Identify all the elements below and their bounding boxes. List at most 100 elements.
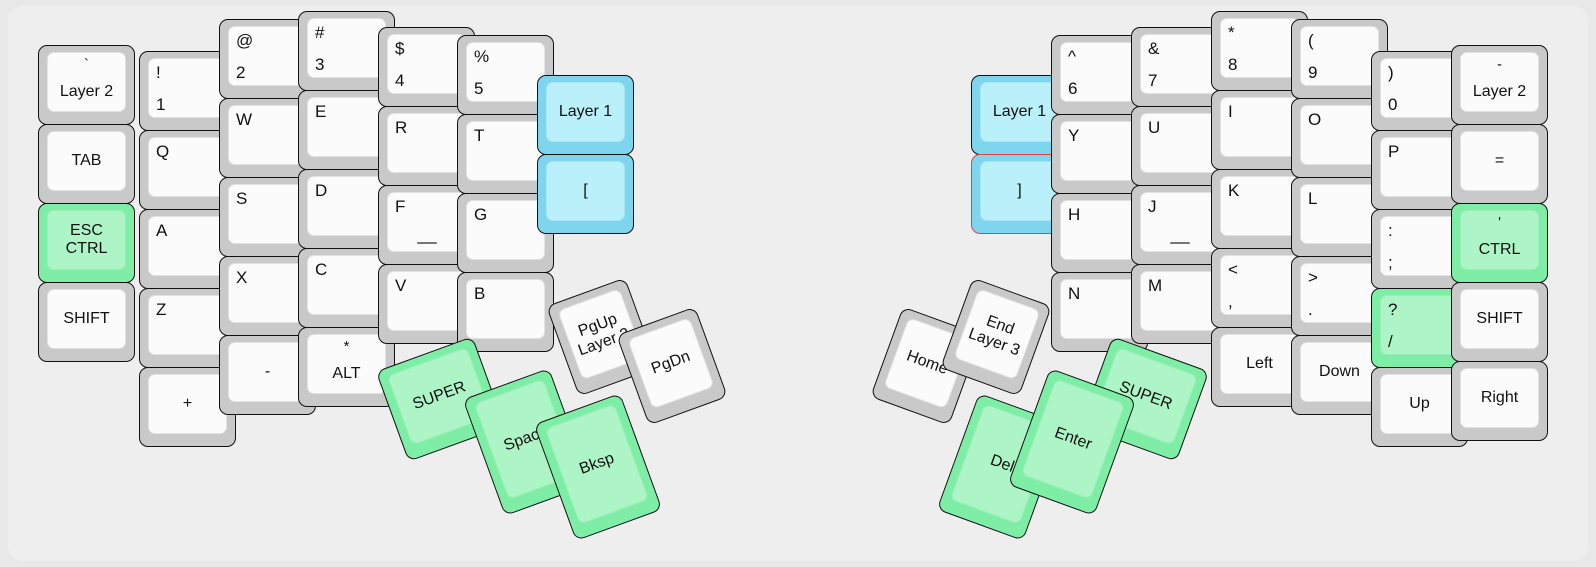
key-cap-surface: K [1220, 176, 1299, 236]
key-main-legend: F [395, 197, 406, 216]
key-shifted-legend: % [474, 47, 490, 66]
key-shifted-legend: ) [1388, 63, 1394, 82]
key-main-legend: U [1148, 118, 1161, 137]
key-main-legend: ALT [332, 365, 361, 382]
key-main-legend: N [1068, 284, 1081, 303]
key-shifted-legend: - [1497, 56, 1502, 73]
key-cap-surface: Z [148, 295, 227, 355]
key-main-legend: M [1148, 276, 1163, 295]
key-main-legend: B [474, 284, 486, 303]
key-main-legend: H [1068, 205, 1081, 224]
key-main-legend: Up [1409, 395, 1430, 413]
homing-bar [416, 241, 437, 244]
key-main-legend: Layer 2 [59, 83, 114, 100]
key-l-c1-r3[interactable]: Z [139, 288, 236, 368]
key-main-legend: E [315, 102, 327, 121]
key-l-c4-r1[interactable]: R [378, 106, 475, 186]
key-main-legend: Y [1068, 126, 1080, 145]
key-main-legend: 4 [395, 71, 405, 90]
key-l-c5-r0[interactable]: %5 [457, 35, 554, 115]
key-l-c6-r0[interactable]: Layer 1 [537, 75, 634, 155]
key-shifted-legend: > [1308, 268, 1318, 287]
key-main-legend: + [182, 395, 193, 413]
key-main-legend: 5 [474, 79, 484, 98]
key-cap-surface: V [387, 271, 466, 331]
key-cap-surface: Y [1060, 121, 1139, 181]
key-cap-surface: D [307, 176, 386, 236]
key-cap-surface: SHIFT [1460, 289, 1539, 349]
key-cap-surface: -Layer 2 [1460, 52, 1539, 112]
key-main-legend: Enter [1052, 424, 1095, 454]
key-shifted-legend: ! [156, 63, 161, 82]
key-main-legend: Layer 1 [992, 103, 1047, 121]
key-cap-surface: SHIFT [47, 289, 126, 349]
key-shifted-legend: & [1148, 39, 1160, 58]
key-main-legend: Down [1319, 363, 1360, 381]
key-cap-surface: (9 [1300, 26, 1379, 86]
key-main-legend: 9 [1308, 63, 1318, 82]
key-l-c6-r1[interactable]: [ [537, 154, 634, 234]
key-cap-surface: G [466, 200, 545, 260]
key-cap-surface: R [387, 113, 466, 173]
key-cap-surface: Bksp [544, 403, 650, 525]
key-r-c6-r1[interactable]: = [1451, 124, 1548, 204]
key-main-legend: V [395, 276, 407, 295]
key-l-c3-r4[interactable]: *ALT [298, 327, 395, 407]
key-main-legend: I [1228, 102, 1233, 121]
key-main-legend: Z [156, 300, 167, 319]
key-main-legend: 8 [1228, 55, 1238, 74]
key-r-c6-r3[interactable]: SHIFT [1451, 282, 1548, 362]
key-l-c0-r3[interactable]: SHIFT [38, 282, 135, 362]
key-cap-surface: H [1060, 200, 1139, 260]
key-r-c2-r0[interactable]: &7 [1131, 27, 1228, 107]
key-cap-surface: )0 [1380, 58, 1459, 118]
key-main-legend: , [1228, 292, 1233, 311]
key-l-c0-r0[interactable]: `Layer 2 [38, 45, 135, 125]
key-main-legend: / [1388, 332, 1393, 351]
key-shifted-legend: : [1388, 221, 1393, 240]
key-main-legend: ; [1388, 253, 1393, 272]
key-main-legend: S [236, 189, 248, 208]
key-shifted-legend: ^ [1068, 47, 1076, 66]
key-cap-surface: + [148, 374, 227, 434]
key-cap-surface: >. [1300, 263, 1379, 323]
key-l-c0-r1[interactable]: TAB [38, 124, 135, 204]
key-cap-surface: Up [1380, 374, 1459, 434]
key-shifted-legend: ' [1498, 214, 1501, 231]
key-main-legend: SHIFT [63, 310, 110, 328]
key-cap-surface: ^6 [1060, 42, 1139, 102]
key-main-legend: R [395, 118, 408, 137]
key-cap-surface: Q [148, 137, 227, 197]
key-cap-surface: U [1140, 113, 1219, 173]
key-cap-surface: Layer 1 [546, 82, 625, 142]
key-cap-surface: A [148, 216, 227, 276]
key-cap-surface: &7 [1140, 34, 1219, 94]
key-cap-surface: N [1060, 279, 1139, 339]
key-main-legend: TAB [71, 152, 102, 170]
key-main-legend: ] [1017, 182, 1022, 200]
key-main-legend: 2 [236, 63, 246, 82]
key-cap-surface: Layer 1 [980, 82, 1059, 142]
key-main-legend: D [315, 181, 328, 200]
key-cap-surface: S [228, 184, 307, 244]
key-r-c6-r4[interactable]: Right [1451, 361, 1548, 441]
key-cap-surface: X [228, 263, 307, 323]
key-main-legend: O [1308, 110, 1322, 129]
key-cap-surface: P [1380, 137, 1459, 197]
key-r-c6-r0[interactable]: -Layer 2 [1451, 45, 1548, 125]
key-l-c5-r2[interactable]: G [457, 193, 554, 273]
key-main-legend: PgDn [649, 347, 693, 378]
key-shifted-legend: ? [1388, 300, 1398, 319]
key-cap-surface: %5 [466, 42, 545, 102]
key-r-c2-r3[interactable]: M [1131, 264, 1228, 344]
key-cap-surface: TAB [47, 131, 126, 191]
key-cap-surface: Right [1460, 368, 1539, 428]
key-r-c6-r2[interactable]: 'CTRL [1451, 203, 1548, 283]
key-cap-surface: Enter [1020, 378, 1126, 500]
key-main-legend: P [1388, 142, 1400, 161]
key-shifted-legend: $ [395, 39, 405, 58]
key-l-c5-r3[interactable]: B [457, 272, 554, 352]
